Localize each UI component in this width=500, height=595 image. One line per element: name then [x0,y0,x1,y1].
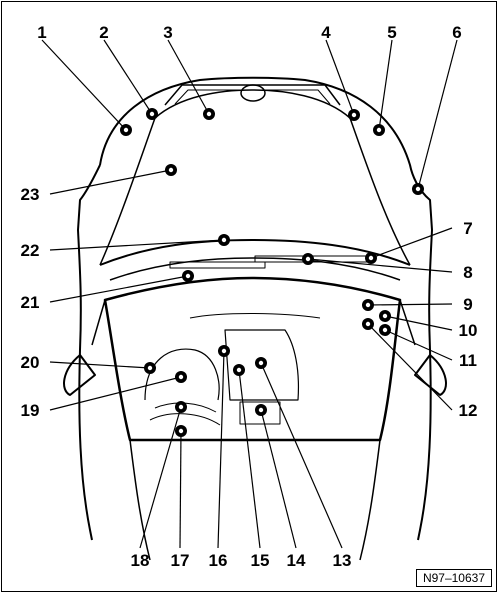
callout-12: 12 [459,401,478,420]
point-13 [255,357,267,369]
point-10 [379,310,391,322]
callout-5: 5 [387,23,396,42]
callout-6: 6 [452,23,461,42]
leader-lines [41,39,458,549]
point-2 [146,108,158,120]
point-9 [362,299,374,311]
point-22 [218,234,230,246]
point-17 [175,425,187,437]
point-7 [365,252,377,264]
callout-22: 22 [21,241,40,260]
callout-3: 3 [163,23,172,42]
callout-11: 11 [459,351,477,370]
callout-2: 2 [99,23,108,42]
point-4 [348,109,360,121]
point-14 [255,404,267,416]
point-15 [233,364,245,376]
figure-id-label: N97–10637 [415,569,492,587]
point-11 [379,324,391,336]
callout-15: 15 [251,551,270,570]
point-16 [218,345,230,357]
point-1 [120,124,132,136]
callout-4: 4 [321,23,331,42]
callout-18: 18 [131,551,150,570]
point-23 [165,164,177,176]
callout-14: 14 [287,551,306,570]
callout-9: 9 [463,295,472,314]
point-21 [182,270,194,282]
callout-21: 21 [21,293,40,312]
callout-20: 20 [21,353,40,372]
point-18 [175,401,187,413]
callout-8: 8 [463,263,472,282]
point-12 [362,318,374,330]
callout-16: 16 [209,551,228,570]
callout-17: 17 [171,551,190,570]
callout-10: 10 [459,321,478,340]
point-5 [373,124,385,136]
point-8 [302,253,314,265]
callout-labels: 1 2 3 4 5 6 7 8 9 10 11 12 13 14 15 16 1… [21,23,478,570]
point-20 [144,362,156,374]
callout-7: 7 [463,219,472,238]
point-6 [412,183,424,195]
point-19 [175,371,187,383]
point-3 [203,108,215,120]
attachment-points [120,108,424,437]
callout-23: 23 [21,185,40,204]
callout-1: 1 [37,23,46,42]
callout-13: 13 [333,551,352,570]
callout-19: 19 [21,401,40,420]
